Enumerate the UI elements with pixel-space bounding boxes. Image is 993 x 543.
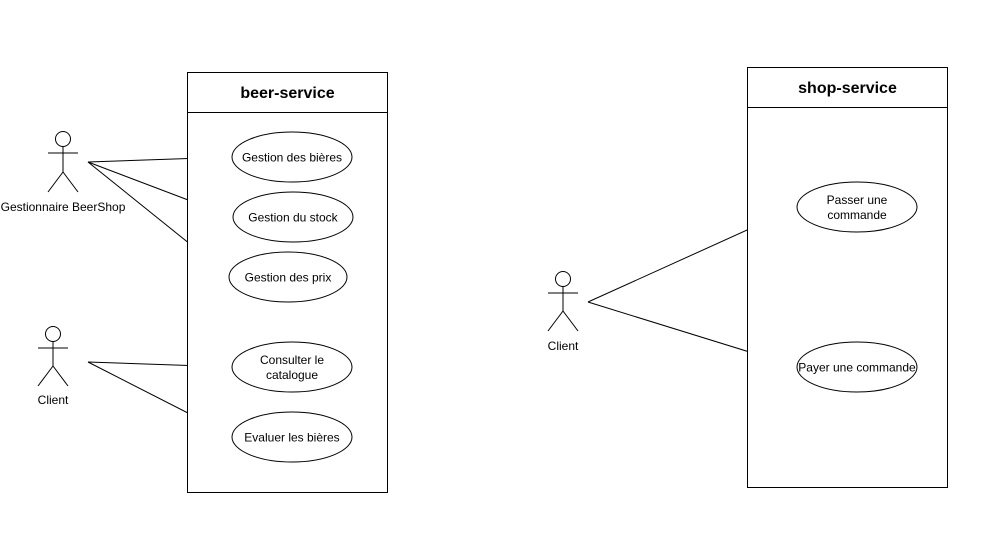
system-shop-service: shop-service Passer une commande Payer u… (747, 67, 948, 488)
actor-label: Gestionnaire BeerShop (1, 200, 126, 214)
use-case-label: Gestion des prix (245, 271, 332, 285)
use-case-ellipse (231, 131, 353, 183)
actor-client-shop-service[interactable]: Client (547, 271, 579, 354)
use-case-label: Gestion des bières (242, 151, 342, 165)
stick-figure-icon (47, 131, 79, 193)
use-case-passer-une-commande[interactable]: Passer une commande (796, 181, 918, 233)
stick-figure-icon (547, 271, 579, 332)
use-case-ellipse (796, 181, 918, 233)
use-case-label-line-2: catalogue (266, 368, 318, 382)
use-case-label: Payer une commande (798, 361, 916, 375)
associations (87, 156, 799, 438)
use-case-ellipse (231, 411, 353, 463)
system-title-shop-service: shop-service (798, 80, 897, 97)
use-case-consulter-le-catalogue[interactable]: Consulter le catalogue (231, 341, 353, 393)
system-beer-service: beer-service Gestion des bières Gestion … (187, 72, 388, 493)
use-case-gestion-des-bieres[interactable]: Gestion des bières (231, 131, 353, 183)
use-case-label-line-2: commande (827, 208, 887, 222)
use-case-ellipse (228, 251, 348, 303)
use-case-label: Evaluer les bières (244, 431, 339, 445)
system-boundary-shop-service (747, 67, 948, 488)
system-title-beer-service: beer-service (240, 85, 334, 102)
stick-figure-icon (37, 326, 69, 387)
use-case-label-line-1: Passer une (827, 193, 888, 207)
actor-label: Client (548, 339, 579, 353)
use-case-label: Gestion du stock (248, 211, 338, 225)
use-case-payer-une-commande[interactable]: Payer une commande (796, 341, 918, 393)
actor-client-beer-service[interactable]: Client (37, 326, 69, 408)
use-case-evaluer-les-bieres[interactable]: Evaluer les bières (231, 411, 353, 463)
actor-gestionnaire-beershop[interactable]: Gestionnaire BeerShop (1, 131, 126, 215)
use-case-label-line-1: Consulter le (260, 353, 324, 367)
use-case-ellipse (232, 191, 354, 243)
use-case-ellipse (231, 341, 353, 393)
use-case-ellipse (796, 341, 918, 393)
use-case-gestion-du-stock[interactable]: Gestion du stock (232, 191, 354, 243)
actor-label: Client (38, 393, 69, 407)
use-case-gestion-des-prix[interactable]: Gestion des prix (228, 251, 348, 303)
